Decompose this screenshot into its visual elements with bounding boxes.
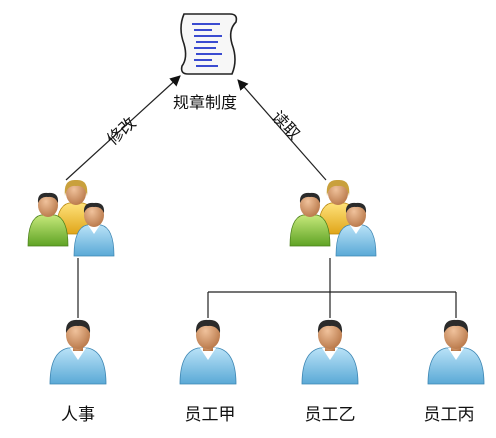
user-icon — [427, 319, 485, 385]
read-label: 读取 — [268, 107, 304, 143]
user-icon — [301, 319, 359, 385]
user-icon — [49, 319, 107, 385]
group-users-icon — [289, 179, 377, 257]
node-label-staff-a: 员工甲 — [185, 405, 236, 425]
node-label-staff-b: 员工乙 — [305, 405, 356, 425]
group-users-icon — [27, 179, 115, 257]
modify-arrow — [65, 75, 181, 181]
read-arrow — [237, 79, 327, 181]
node-label-hr: 人事 — [61, 405, 95, 425]
node-label-staff-c: 员工丙 — [424, 405, 475, 425]
document-scroll-icon — [180, 13, 238, 75]
user-icon — [179, 319, 237, 385]
document-title: 规章制度 — [173, 93, 237, 112]
